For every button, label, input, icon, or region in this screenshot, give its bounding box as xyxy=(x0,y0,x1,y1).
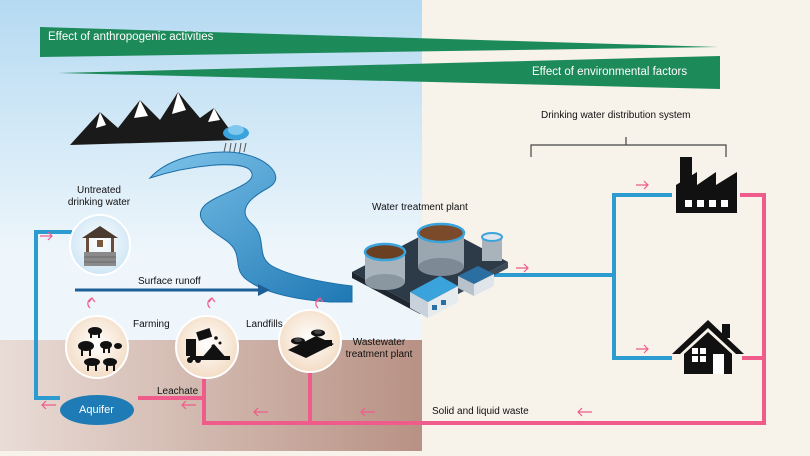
surface-runoff-label: Surface runoff xyxy=(138,276,201,287)
anthropogenic-label: Effect of anthropogenic activities xyxy=(48,31,214,43)
distribution-bracket xyxy=(530,137,727,157)
landfills-label: Landfills xyxy=(246,319,283,330)
untreated-line-1: Untreated xyxy=(77,185,121,196)
surface-runoff-arrow xyxy=(75,284,270,296)
flow-arrows xyxy=(40,180,649,417)
mountain-icon xyxy=(70,92,240,145)
leachate-label: Leachate xyxy=(157,386,199,397)
farm-animals-icon xyxy=(65,315,129,379)
landfill-truck-icon xyxy=(175,315,239,379)
untreated-label: Untreated drinking water xyxy=(66,185,132,209)
environmental-banner xyxy=(58,56,720,89)
anthropogenic-banner xyxy=(40,27,718,57)
sky-panel xyxy=(0,0,422,340)
waste-label: Solid and liquid waste xyxy=(432,406,529,417)
environmental-label: Effect of environmental factors xyxy=(532,66,688,78)
aquifer-shape xyxy=(60,395,134,425)
distribution-system-label: Drinking water distribution system xyxy=(541,110,691,121)
wastewater-plant-icon xyxy=(278,309,342,373)
aquifer-label: Aquifer xyxy=(79,404,114,416)
factory-icon xyxy=(676,157,737,213)
well-icon xyxy=(69,214,131,276)
untreated-line-2: drinking water xyxy=(67,197,131,208)
wastewater-line-1: Wastewater xyxy=(352,337,406,348)
farming-label: Farming xyxy=(133,319,170,330)
river xyxy=(148,151,353,303)
wastewater-label: Wastewater treatment plant xyxy=(336,337,422,361)
water-treatment-plant-label: Water treatment plant xyxy=(372,202,468,213)
treatment-plant-icon xyxy=(352,222,508,318)
waste-pipes xyxy=(138,193,766,425)
wastewater-line-2: treatment plant xyxy=(345,349,413,360)
house-icon xyxy=(672,320,744,374)
rain-cloud-icon xyxy=(223,125,249,157)
